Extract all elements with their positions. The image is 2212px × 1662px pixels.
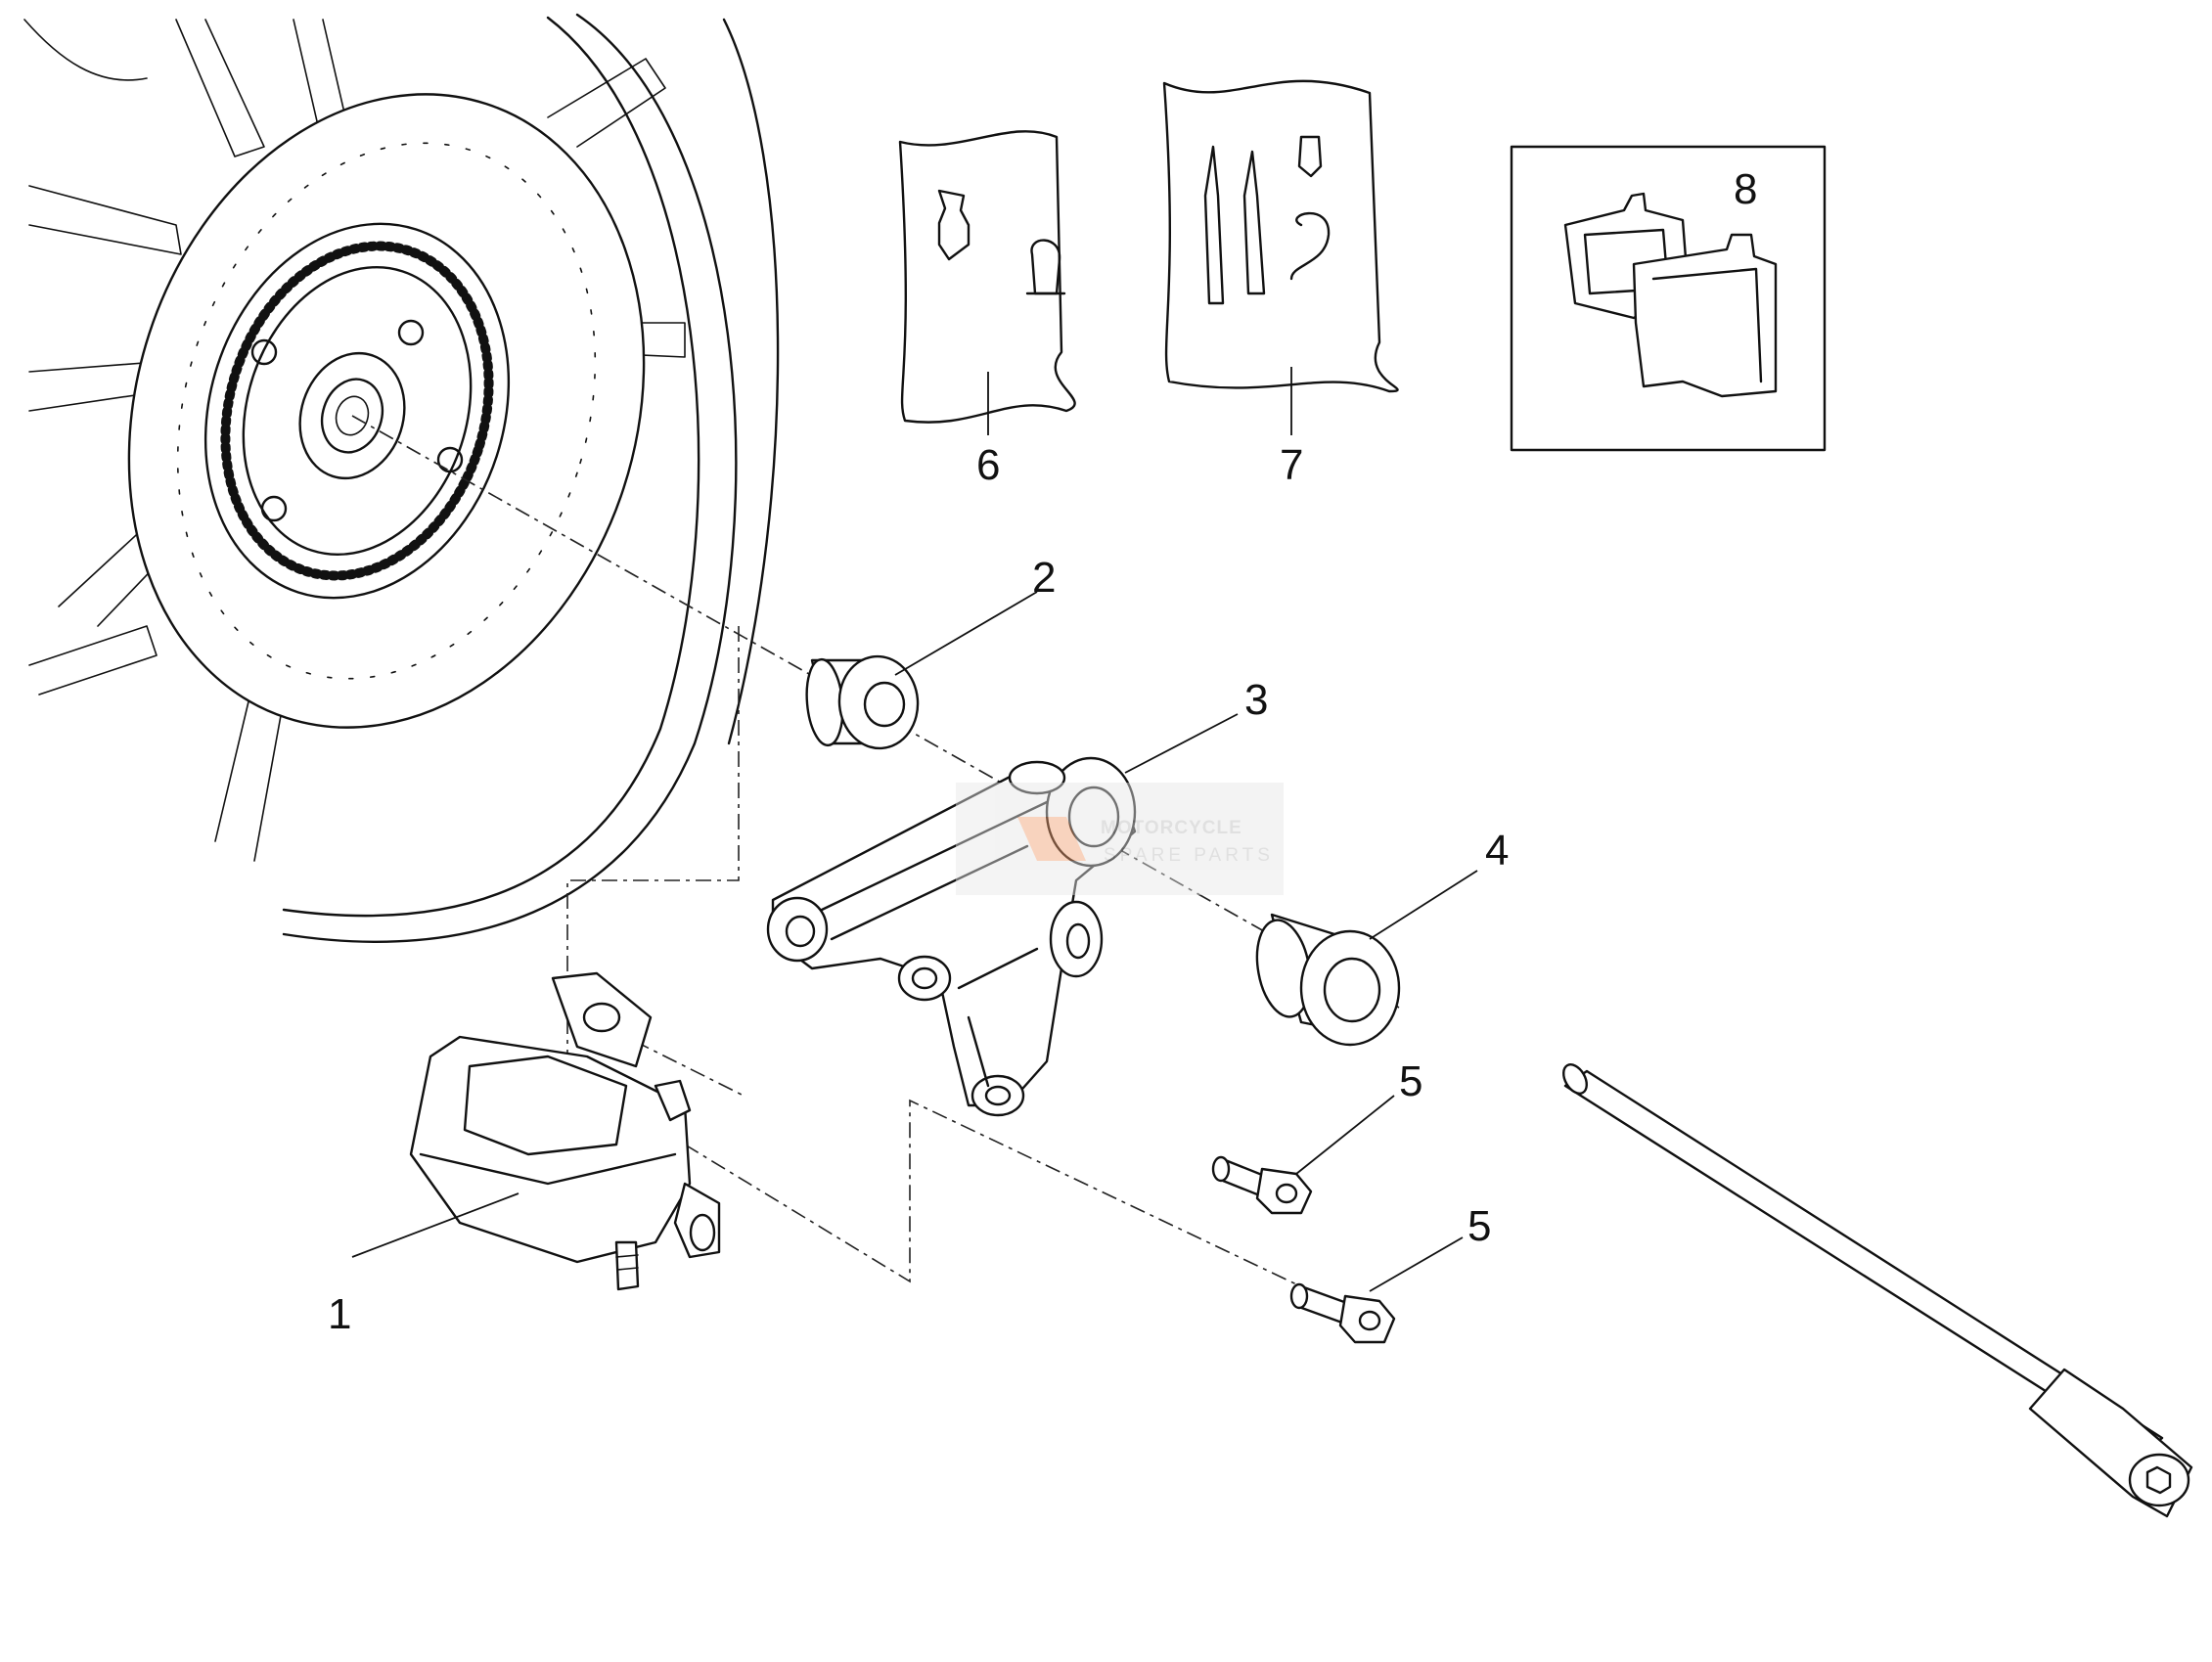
callout-number-5-lower: 5 xyxy=(1467,1202,1491,1250)
watermark-line2: SPARE PARTS xyxy=(1104,845,1274,866)
rear-wheel-with-brake-disc xyxy=(23,13,780,943)
callout-number-1: 1 xyxy=(328,1290,351,1338)
wheel-axle xyxy=(1562,1063,2193,1518)
leader-lines xyxy=(351,367,1478,1292)
brake-caliper xyxy=(409,971,721,1291)
caliper-bracket xyxy=(766,756,1137,1117)
callout-labels: 1 2 3 4 5 5 6 7 8 xyxy=(328,165,1757,1338)
callout-number-2: 2 xyxy=(1032,554,1056,602)
spacer-long xyxy=(1255,913,1401,1047)
callout-number-4: 4 xyxy=(1485,827,1509,875)
pin-kit xyxy=(898,130,1076,424)
callout-number-6: 6 xyxy=(976,441,1000,489)
watermark-line1: MOTORCYCLE xyxy=(1101,818,1242,838)
screw-lower xyxy=(1289,1282,1396,1344)
callout-number-3: 3 xyxy=(1244,676,1268,724)
callout-number-8: 8 xyxy=(1734,165,1757,213)
brake-pads xyxy=(1510,145,1827,452)
watermark-logo xyxy=(1017,817,1086,861)
pin-spring-kit xyxy=(1162,79,1399,393)
screw-upper xyxy=(1211,1155,1313,1215)
callout-number-5-upper: 5 xyxy=(1399,1057,1422,1105)
spacer-short xyxy=(805,654,920,750)
callout-number-7: 7 xyxy=(1280,441,1303,489)
watermark: MOTORCYCLE SPARE PARTS xyxy=(956,783,1284,895)
